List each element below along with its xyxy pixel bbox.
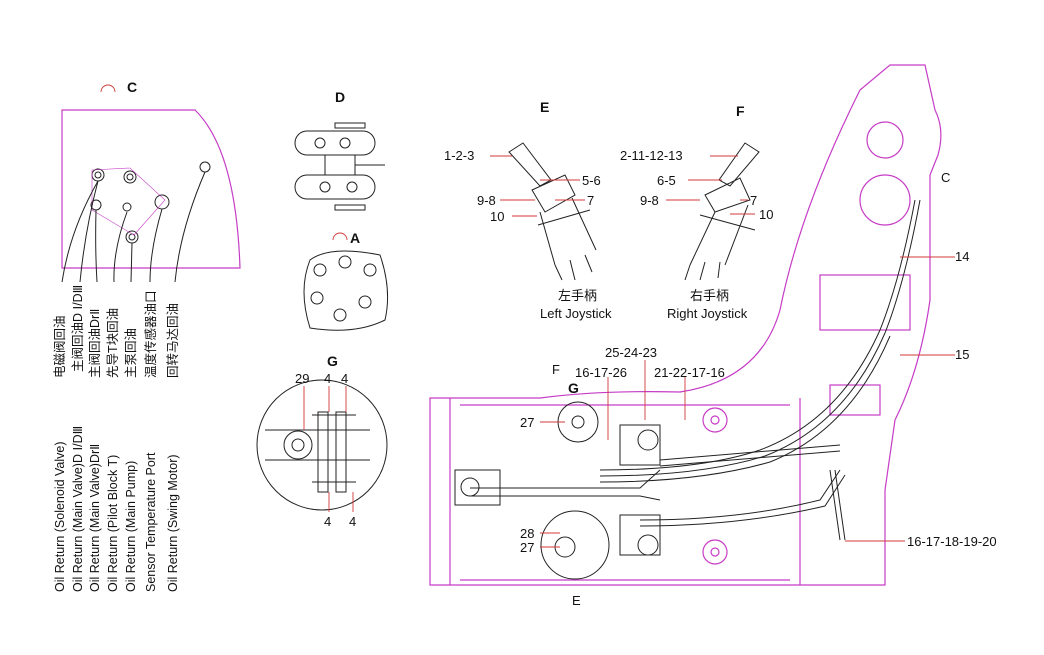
left-joystick: E 1-2-3 5-6 9-8 7 10 左手柄 Left Joystick — [444, 99, 612, 321]
part-label: 25-24-23 — [605, 345, 657, 360]
view-d: D — [294, 89, 385, 211]
part-label: 10 — [759, 207, 773, 222]
part-label: 10 — [490, 209, 504, 224]
part-label: 16-17-26 — [575, 365, 627, 380]
port-label-en: Oil Return (Swing Motor) — [166, 454, 180, 592]
port-label-cn: 主泵回油 — [124, 328, 138, 378]
part-label: 4 — [324, 514, 331, 529]
view-d-label: D — [335, 89, 345, 105]
view-g-ref: G — [568, 380, 579, 396]
view-c-ref: C — [941, 170, 950, 185]
part-label: 27 — [520, 540, 534, 555]
part-label: 5-6 — [582, 173, 601, 188]
joystick-label-cn: 右手柄 — [690, 288, 729, 303]
part-label: 7 — [587, 193, 594, 208]
joystick-label-en: Right Joystick — [667, 306, 748, 321]
port-label-en: Oil Return (Solenoid Valve) — [53, 441, 67, 592]
view-f-ref: F — [552, 362, 560, 377]
joystick-label-cn: 左手柄 — [558, 288, 597, 303]
view-c: C — [61, 79, 241, 283]
part-label: 14 — [955, 249, 969, 264]
part-label: 9-8 — [477, 193, 496, 208]
view-f-label: F — [736, 103, 745, 119]
port-label-en: Oil Return (Main Pump) — [124, 461, 138, 592]
port-label-en: Sensor Temperature Port — [144, 452, 158, 592]
port-label-cn: 电磁阀回油 — [52, 315, 67, 378]
view-c-marker — [100, 84, 116, 93]
view-a-marker — [332, 232, 348, 241]
part-label: 6-5 — [657, 173, 676, 188]
part-label: 4 — [324, 371, 331, 386]
port-label-cn: 先导T块回油 — [106, 308, 120, 378]
cab-layout: C 14 15 16-17-18-19-20 25-24-23 F 16-17-… — [429, 64, 997, 608]
part-label: 29 — [295, 371, 309, 386]
port-label-cn: 主阀回油D Ⅰ/DⅢ — [71, 285, 85, 372]
port-label-cn: 回转马达回油 — [165, 303, 180, 378]
right-joystick: F 2-11-12-13 6-5 9-8 7 10 右手柄 Right Joys… — [620, 103, 773, 321]
part-label: 9-8 — [640, 193, 659, 208]
part-label: 7 — [750, 193, 757, 208]
view-a-label: A — [350, 230, 360, 246]
view-e-ref: E — [572, 593, 581, 608]
port-label-en: Oil Return (Pilot Block T) — [106, 455, 120, 592]
part-label: 2-11-12-13 — [620, 148, 683, 163]
part-label: 21-22-17-16 — [654, 365, 725, 380]
view-g-circle — [256, 379, 388, 511]
part-label: 4 — [349, 514, 356, 529]
port-label-en: Oil Return (Main Valve)D Ⅰ/DⅢ — [71, 426, 85, 592]
view-c-label: C — [127, 79, 137, 95]
view-a: A — [303, 230, 389, 331]
view-g: G 29 4 4 4 4 — [256, 353, 388, 529]
port-label-cn: 主阀回油DrⅡ — [88, 309, 102, 378]
part-label: 4 — [341, 371, 348, 386]
tank-outline — [61, 109, 241, 269]
joystick-label-en: Left Joystick — [540, 306, 612, 321]
part-label: 16-17-18-19-20 — [907, 534, 997, 549]
cab-frame — [429, 64, 942, 586]
view-g-label: G — [327, 353, 338, 369]
part-label: 27 — [520, 415, 534, 430]
view-e-label: E — [540, 99, 549, 115]
return-port-labels: Oil Return (Solenoid Valve) 电磁阀回油 Oil Re… — [52, 285, 180, 592]
port-label-cn: 温度传感器油口 — [143, 290, 158, 378]
port-label-en: Oil Return (Main Valve)DrⅡ — [88, 444, 102, 592]
part-label: 15 — [955, 347, 969, 362]
part-label: 1-2-3 — [444, 148, 474, 163]
part-label: 28 — [520, 526, 534, 541]
